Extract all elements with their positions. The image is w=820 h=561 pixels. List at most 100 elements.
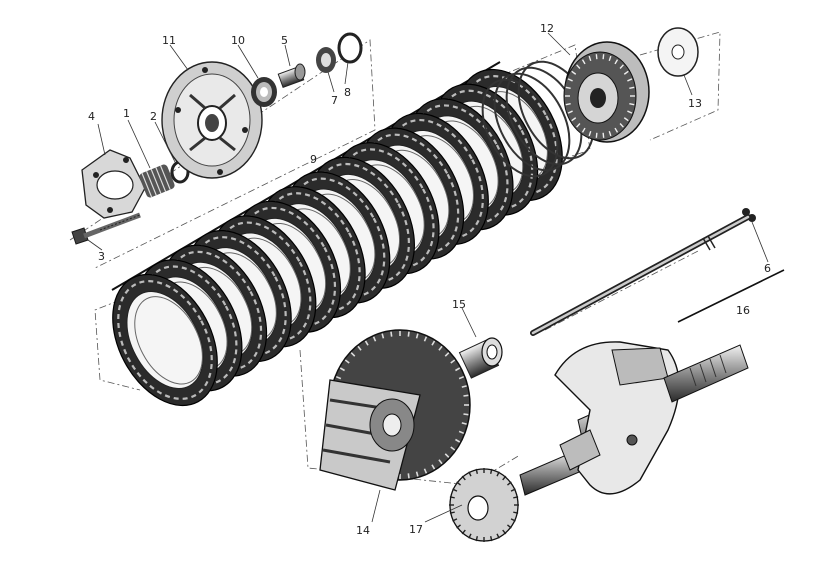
gear-tooth: [588, 130, 592, 137]
gear-tooth: [489, 468, 493, 474]
callout-1: 1: [123, 107, 130, 120]
callout-labels: 1 2 3 4 5 6 7 8 9 10 11 12 13 14 15 16 1…: [88, 22, 771, 537]
leader-lines: [87, 32, 769, 523]
gear-tooth: [407, 331, 410, 337]
callout-2: 2: [150, 110, 157, 123]
gear-tooth: [623, 117, 629, 122]
callout-5: 5: [281, 34, 288, 47]
gear-tooth: [452, 488, 458, 492]
bearing-part: [251, 77, 277, 107]
gear-tooth: [339, 367, 345, 372]
callout-9: 9: [310, 153, 317, 166]
gear-tooth: [450, 446, 456, 451]
clutch-plate: [112, 273, 218, 407]
washer-part: [337, 32, 363, 64]
steel-ring: [481, 78, 559, 178]
gear-tooth: [627, 78, 633, 82]
gear-tooth: [581, 127, 586, 133]
callout-15: 15: [452, 298, 466, 311]
nut-part: [316, 47, 336, 73]
gear-tooth: [468, 471, 472, 477]
gear-tooth: [461, 385, 467, 388]
gear-tooth: [502, 475, 507, 481]
gear-tooth: [450, 359, 456, 364]
gear-tooth: [567, 110, 573, 114]
gear-tooth: [468, 533, 472, 539]
gear-tooth: [608, 55, 612, 62]
gear-tooth: [449, 496, 455, 499]
gear-tooth: [444, 352, 450, 357]
bushing-part: [458, 337, 503, 379]
gear-tooth: [364, 340, 369, 346]
clutch-plate-stack: [112, 60, 595, 407]
gear-tooth: [423, 336, 428, 342]
pushrod-bracket: [677, 269, 785, 323]
gear-tooth: [496, 533, 500, 539]
callout-4: 4: [88, 110, 95, 123]
gear-tooth: [602, 54, 605, 60]
gear-tooth: [423, 468, 428, 474]
gear-tooth: [619, 64, 624, 69]
gear-tooth: [449, 511, 455, 514]
callout-13: 13: [688, 97, 702, 110]
gear-tooth: [381, 333, 385, 339]
gear-tooth: [565, 86, 571, 89]
gear-tooth: [614, 127, 619, 133]
gear-tooth: [458, 430, 465, 435]
gear-tooth: [571, 70, 577, 75]
gear-tooth: [415, 333, 419, 339]
gear-tooth: [507, 481, 512, 486]
spring-part: [139, 164, 175, 198]
gear-tooth: [595, 54, 598, 60]
gear-tooth: [571, 117, 577, 122]
gear-tooth: [496, 471, 500, 477]
gear-tooth: [444, 453, 450, 458]
gear-tooth: [602, 132, 605, 138]
gear-tooth: [461, 422, 467, 425]
gear-tooth: [415, 471, 419, 477]
gear-tooth: [595, 132, 598, 138]
gear-tooth: [576, 123, 581, 128]
gear-part: [449, 468, 519, 542]
gear-tooth: [344, 359, 350, 364]
gear-tooth: [463, 413, 469, 416]
callout-7: 7: [331, 94, 338, 107]
bolt-part: [71, 212, 141, 245]
gear-tooth: [513, 496, 519, 499]
gear-tooth: [627, 110, 633, 114]
gear-tooth: [567, 78, 573, 82]
gear-tooth: [458, 375, 465, 380]
gear-tooth: [502, 529, 507, 535]
callout-17: 17: [409, 523, 423, 536]
gear-tooth: [372, 336, 377, 342]
callout-8: 8: [344, 86, 351, 99]
gear-tooth: [463, 394, 469, 397]
gear-tooth: [438, 459, 443, 465]
crankshaft-part: [519, 341, 749, 496]
pushrod-part: [530, 214, 751, 336]
gear-tooth: [576, 64, 581, 69]
callout-12: 12: [540, 22, 554, 35]
callout-14: 14: [356, 524, 370, 537]
gear-tooth: [438, 345, 443, 351]
gear-tooth: [390, 331, 393, 337]
callout-16: 16: [736, 304, 750, 317]
gear-tooth: [510, 518, 516, 522]
gear-tooth: [608, 130, 612, 137]
gear-tooth: [452, 518, 458, 522]
pressure-plate-part: [161, 61, 263, 179]
gear-tooth: [629, 86, 635, 89]
gear-tooth: [623, 70, 629, 75]
gear-tooth: [581, 59, 586, 65]
clutch-basket-part: [319, 329, 471, 491]
callout-6: 6: [764, 262, 771, 275]
cover-plate-part: [81, 149, 146, 219]
gear-tooth: [614, 59, 619, 65]
gear-tooth: [475, 468, 479, 474]
gear-tooth: [513, 511, 519, 514]
gear-tooth: [407, 473, 410, 479]
gear-tooth: [456, 524, 461, 529]
gear-tooth: [455, 438, 461, 443]
callout-3: 3: [98, 250, 105, 263]
